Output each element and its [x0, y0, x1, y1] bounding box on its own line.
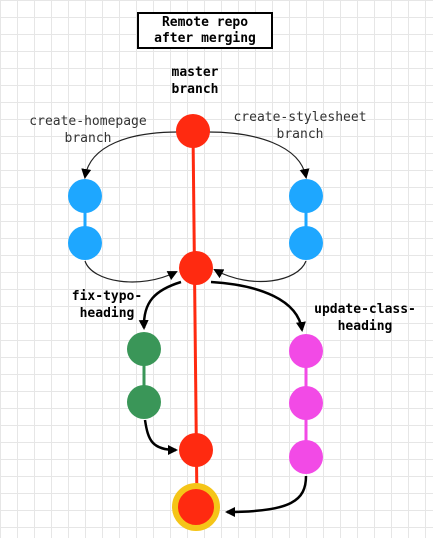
arrow-fix-typo-to-master: [143, 419, 178, 455]
commit-stylesheet-2: [289, 226, 323, 260]
label-master-line-2: branch: [171, 82, 219, 97]
label-master-line-1: master: [171, 65, 219, 80]
commit-fix-typo-2: [127, 385, 161, 419]
arrow-stylesheet-to-merge: [213, 260, 307, 283]
label-update-class-line-2: heading: [337, 319, 393, 334]
diagram-title-box: Remote repo after merging: [137, 12, 273, 49]
commit-homepage-1: [68, 179, 102, 213]
commit-master-3: [179, 433, 213, 467]
arrow-master-to-stylesheet: [207, 131, 310, 179]
commit-fix-typo-1: [127, 332, 161, 366]
commit-homepage-2: [68, 226, 102, 260]
arrow-merge-to-update-class: [210, 280, 306, 332]
label-update-class-line-1: update-class-: [314, 302, 416, 317]
label-fix-typo-heading: fix-typo- heading: [52, 288, 162, 322]
label-create-homepage-branch: create-homepage branch: [8, 113, 168, 147]
commit-master-1: [176, 114, 210, 148]
arrow-update-class-to-head: [225, 475, 308, 517]
title-line-1: Remote repo: [161, 14, 249, 30]
commit-master-merge: [179, 251, 213, 285]
label-master-branch: master branch: [150, 64, 240, 98]
commit-master-head: [172, 483, 220, 531]
commit-update-class-2: [289, 386, 323, 420]
label-homepage-line-2: branch: [64, 131, 112, 146]
label-fix-typo-line-2: heading: [79, 306, 135, 321]
commit-stylesheet-1: [289, 179, 323, 213]
label-update-class-heading: update-class- heading: [300, 301, 430, 335]
commit-update-class-1: [289, 334, 323, 368]
arrow-master-to-homepage: [81, 131, 179, 179]
title-line-2: after merging: [154, 30, 256, 46]
label-fix-typo-line-1: fix-typo-: [71, 289, 143, 304]
arrow-homepage-to-merge: [84, 260, 178, 283]
label-stylesheet-line-2: branch: [276, 127, 324, 142]
label-create-stylesheet-branch: create-stylesheet branch: [210, 109, 390, 143]
commit-update-class-3: [289, 440, 323, 474]
label-stylesheet-line-1: create-stylesheet: [233, 110, 367, 125]
arrow-merge-to-fix-typo: [138, 280, 182, 330]
label-homepage-line-1: create-homepage: [29, 114, 147, 129]
